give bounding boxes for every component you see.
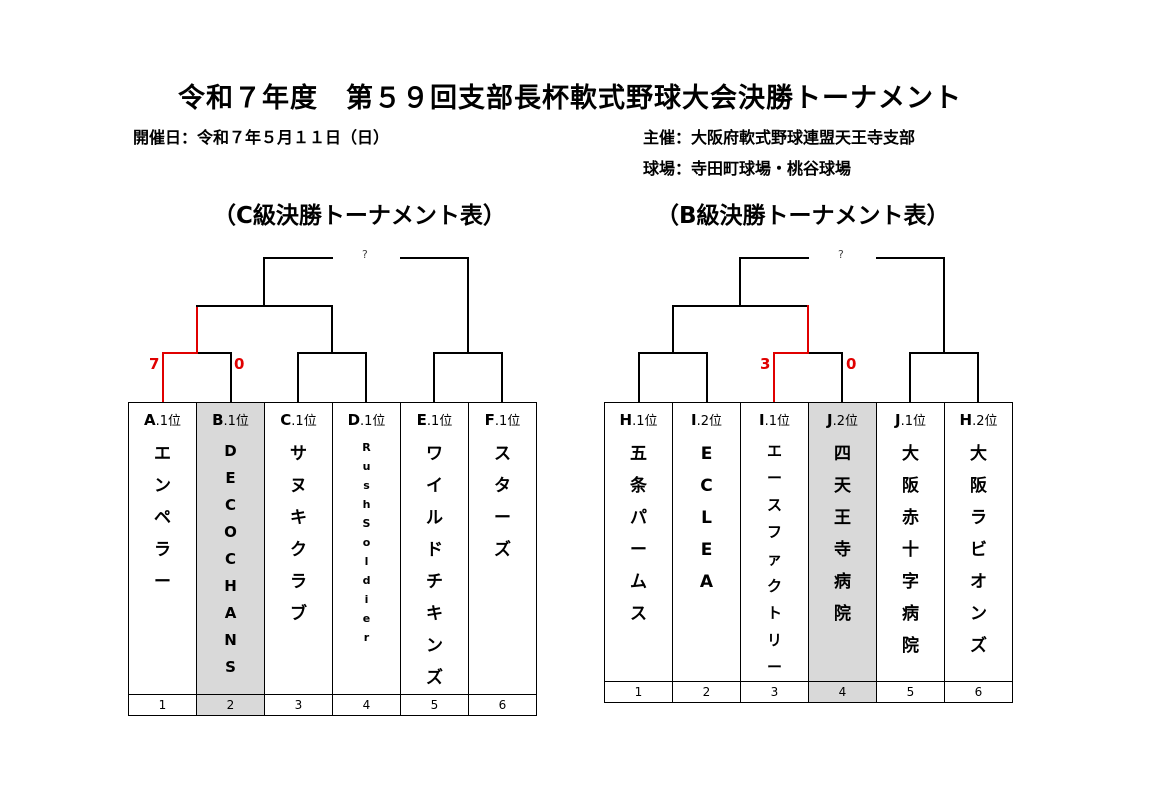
slot-number: 6 — [944, 681, 1013, 703]
team-name: サヌキクラブ — [290, 444, 307, 624]
team-name: スターズ — [494, 444, 511, 560]
team-name: 五条パームス — [630, 444, 647, 624]
page-title: 令和７年度 第５９回支部長杯軟式野球大会決勝トーナメント — [178, 83, 962, 114]
team-cell: H.1位 五条パームス — [604, 402, 673, 682]
team-cell: J.2位 四天王寺病院 — [808, 402, 877, 682]
bracket-c-subtitle: （C級決勝トーナメント表） — [213, 203, 506, 229]
bracket-c-score-2: 0 — [234, 355, 245, 373]
slot-number: 4 — [808, 681, 877, 703]
team-name: ワイルドチキンズ — [426, 444, 443, 688]
slot-number: 6 — [468, 694, 537, 716]
slot-number: 3 — [264, 694, 333, 716]
team-cell: H.2位 大阪ラビオンズ — [944, 402, 1013, 682]
slot-number: 4 — [332, 694, 401, 716]
slot-number: 2 — [672, 681, 741, 703]
team-name: 四天王寺病院 — [834, 444, 851, 624]
bracket-b-score-2: 0 — [846, 355, 857, 373]
team-cell: C.1位 サヌキクラブ — [264, 402, 333, 695]
bracket-b-score-1: 3 — [760, 355, 771, 373]
slot-number: 1 — [604, 681, 673, 703]
team-cell: I.1位 エースファクトリー — [740, 402, 809, 682]
team-name: 大阪ラビオンズ — [970, 444, 987, 656]
team-cell: A.1位 エンペラー — [128, 402, 197, 695]
team-cell: J.1位 大阪赤十字病院 — [876, 402, 945, 682]
slot-number: 3 — [740, 681, 809, 703]
venue: 球場：寺田町球場・桃谷球場 — [643, 159, 852, 178]
bracket-c-score-1: 7 — [149, 355, 160, 373]
slot-number: 5 — [876, 681, 945, 703]
bracket-b-subtitle: （B級決勝トーナメント表） — [656, 203, 950, 229]
slot-number: 1 — [128, 694, 197, 716]
team-name: エースファクトリー — [766, 442, 782, 676]
slot-number: 2 — [196, 694, 265, 716]
slot-number: 5 — [400, 694, 469, 716]
team-name: エンペラー — [154, 444, 171, 592]
bracket-c-winner-mark: ? — [362, 248, 368, 261]
team-cell: E.1位 ワイルドチキンズ — [400, 402, 469, 695]
event-date: 開催日：令和７年５月１１日（日） — [133, 128, 390, 147]
team-cell: F.1位 スターズ — [468, 402, 537, 695]
bracket-b-winner-mark: ? — [838, 248, 844, 261]
organizer: 主催：大阪府軟式野球連盟天王寺支部 — [643, 128, 916, 147]
team-name: 大阪赤十字病院 — [902, 444, 919, 656]
